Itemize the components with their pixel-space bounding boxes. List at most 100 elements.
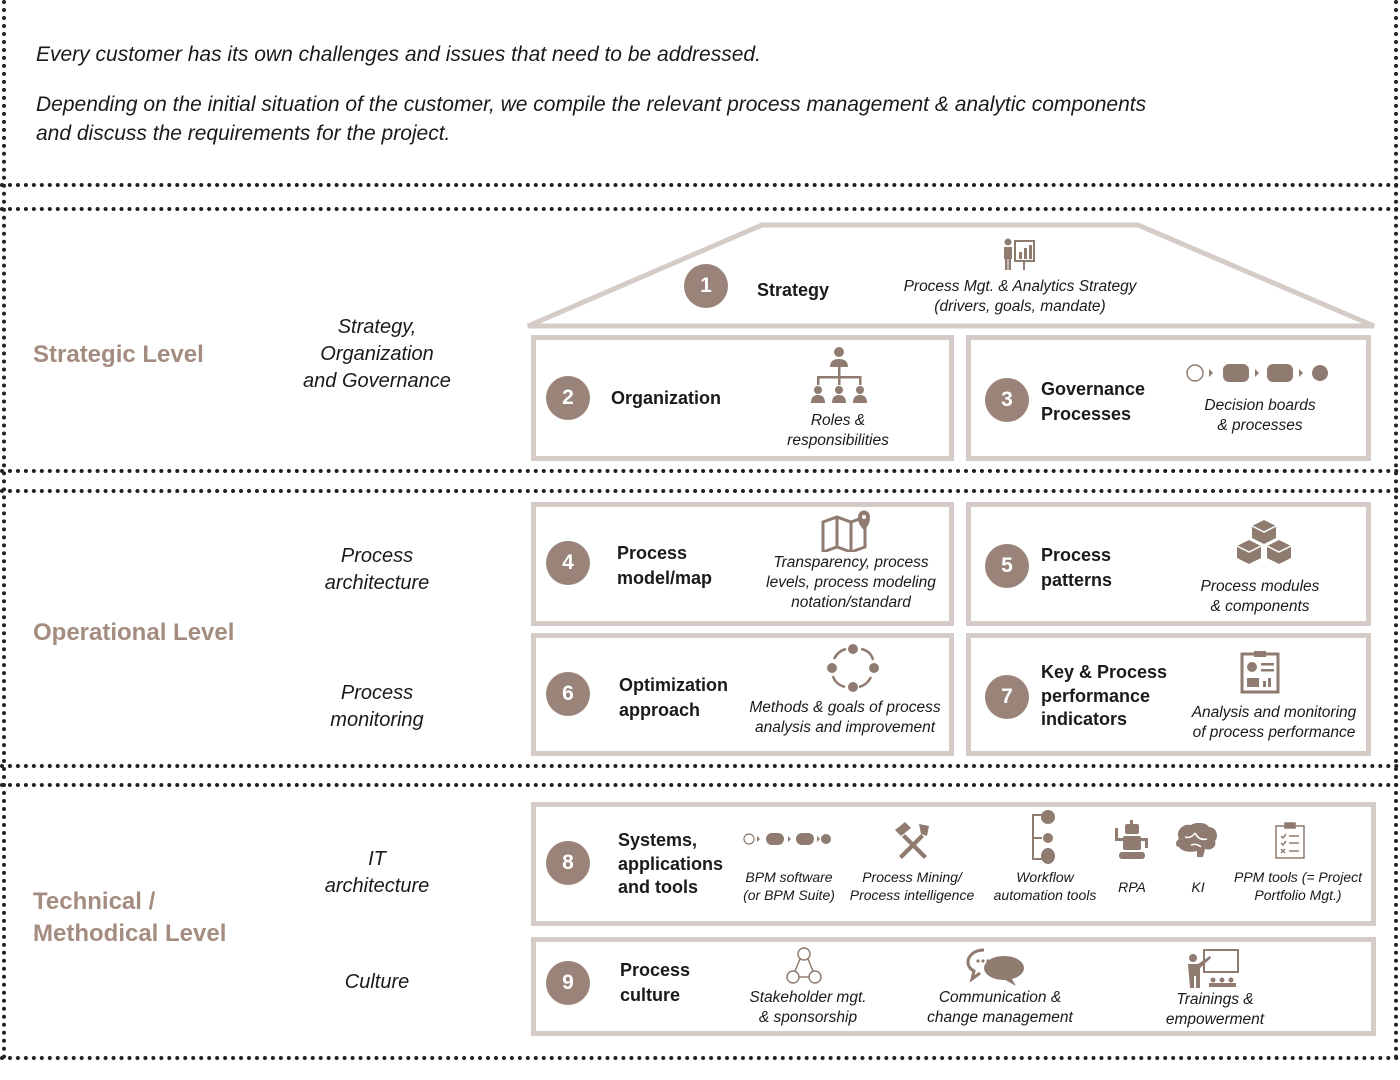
divider — [0, 489, 1400, 493]
sublabel-process-architecture: Process architecture — [277, 543, 477, 597]
tool-label: KI — [1191, 879, 1205, 895]
number-badge: 6 — [546, 672, 590, 716]
checklist-icon — [1274, 822, 1306, 860]
desc-line: Process Mgt. & Analytics Strategy — [903, 278, 1137, 295]
process-flow-icon — [742, 831, 834, 847]
tool-label: Stakeholder mgt. & sponsorship — [733, 988, 883, 1028]
cubes-icon — [1232, 518, 1296, 568]
divider — [0, 1056, 1400, 1060]
label-line: & sponsorship — [758, 1009, 858, 1026]
component-process-patterns — [966, 502, 1371, 626]
title-line: patterns — [1041, 570, 1113, 590]
number-badge: 7 — [985, 675, 1029, 719]
tools-icon — [893, 820, 933, 860]
stakeholder-icon — [785, 947, 823, 985]
label-line: BPM software — [745, 869, 833, 885]
sublabel-line: architecture — [324, 572, 430, 594]
sublabel-line: Strategy, — [337, 316, 417, 338]
level-technical-line1: Technical / — [33, 888, 156, 915]
number-badge: 4 — [546, 541, 590, 585]
desc-line: Analysis and monitoring — [1191, 704, 1357, 721]
brain-icon — [1173, 823, 1219, 857]
level-operational: Operational Level — [33, 619, 235, 646]
component-title: Process patterns — [1041, 543, 1112, 593]
number-badge: 2 — [546, 376, 590, 420]
title-line: Governance — [1041, 379, 1146, 399]
label-line: Workflow — [1016, 869, 1074, 885]
label-line: Process Mining/ — [862, 869, 962, 885]
label-line: empowerment — [1165, 1011, 1265, 1028]
component-kpi — [966, 633, 1371, 756]
sublabel-line: monitoring — [330, 709, 424, 731]
label-line: Trainings & — [1176, 991, 1254, 1008]
desc-line: Process modules — [1200, 578, 1320, 595]
sublabel-line: Process — [340, 545, 414, 567]
component-desc: Process modules & components — [1185, 577, 1335, 617]
title-line: approach — [619, 700, 701, 720]
divider — [0, 469, 1400, 473]
robot-icon — [1113, 820, 1151, 860]
desc-line: & components — [1210, 598, 1310, 615]
component-systems — [531, 802, 1376, 926]
divider — [0, 207, 1400, 211]
process-flow-icon — [1185, 362, 1331, 384]
title-line: culture — [620, 985, 681, 1005]
title-line: performance — [1041, 685, 1151, 706]
dotted-border-right — [1394, 0, 1398, 1060]
cycle-icon — [826, 643, 880, 693]
divider — [0, 764, 1400, 768]
title-line: Processes — [1041, 404, 1132, 424]
desc-line: Decision boards — [1204, 397, 1316, 414]
title-line: Systems, — [618, 830, 698, 850]
sublabel-line: and Governance — [303, 370, 451, 392]
org-chart-icon — [808, 345, 870, 407]
component-optimization — [531, 633, 954, 756]
sublabel-process-monitoring: Process monitoring — [277, 680, 477, 734]
workflow-icon — [1030, 810, 1060, 864]
title-line: Optimization — [619, 675, 728, 695]
title-line: Process — [1041, 545, 1112, 565]
label-line: Process intelligence — [849, 887, 975, 903]
desc-line: (drivers, goals, mandate) — [934, 298, 1106, 315]
label-line: Stakeholder mgt. — [749, 989, 867, 1006]
intro-text: Depending on the initial situation of th… — [36, 93, 1147, 116]
desc-line: responsibilities — [787, 432, 889, 449]
desc-line: Transparency, process — [773, 554, 929, 571]
intro-text: and discuss the requirements for the pro… — [36, 122, 451, 145]
component-desc: Transparency, process levels, process mod… — [751, 553, 951, 613]
tool-label: RPA — [1118, 879, 1146, 895]
training-icon — [1186, 948, 1242, 990]
sublabel-line: Process — [340, 682, 414, 704]
level-technical: Technical /Methodical Level — [33, 886, 226, 950]
roof-shape — [527, 222, 1375, 329]
desc-line: Roles & — [810, 412, 866, 429]
number-badge: 9 — [546, 961, 590, 1005]
number-badge: 1 — [684, 264, 728, 308]
presentation-icon — [1002, 237, 1036, 271]
intro-text: Every customer has its own challenges an… — [36, 43, 761, 66]
number-badge: 8 — [546, 841, 590, 885]
sublabel-line: architecture — [324, 875, 430, 897]
label-line: PPM tools (= Project — [1234, 869, 1362, 885]
desc-line: notation/standard — [791, 594, 911, 611]
desc-line: & processes — [1217, 417, 1303, 434]
number-badge: 3 — [985, 378, 1029, 422]
chat-icon — [966, 948, 1026, 988]
dotted-border-left — [2, 0, 6, 1060]
desc-line: levels, process modeling — [766, 574, 936, 591]
component-desc: Decision boards & processes — [1180, 396, 1340, 436]
component-title: Optimization approach — [619, 673, 728, 723]
title-line: applications — [618, 853, 724, 874]
component-process-model — [531, 502, 954, 626]
dashboard-icon — [1240, 650, 1280, 694]
title-line: Process — [617, 543, 688, 563]
